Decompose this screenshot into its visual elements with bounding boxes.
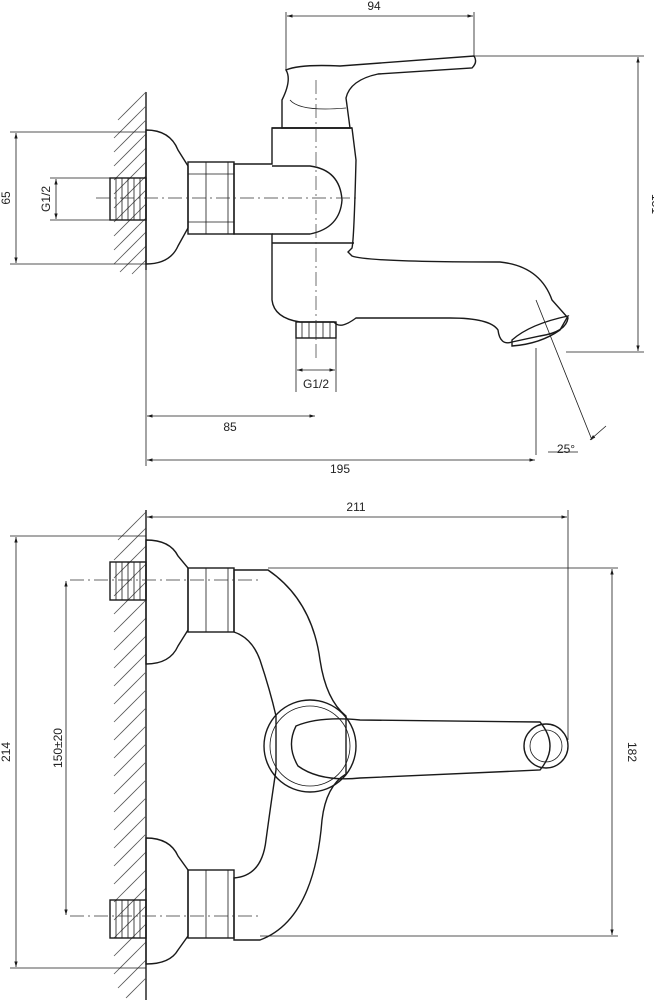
dim-total-width: 211 [346, 500, 365, 514]
upper-inlet [109, 539, 235, 665]
wall-hatching-front [113, 511, 147, 999]
aerator [511, 314, 570, 347]
dim-outlet-offset: 85 [223, 420, 237, 434]
lever-handle-front [290, 718, 551, 780]
dim-inner-height: 182 [625, 742, 639, 762]
inlet-thread [109, 177, 147, 221]
dim-front-total-height: 214 [0, 742, 13, 762]
dim-center-distance: 150±20 [51, 728, 65, 768]
dim-spout-angle: 25° [557, 442, 575, 456]
dim-outlet-thread: G1/2 [303, 377, 329, 391]
dim-spout-length: 195 [330, 462, 350, 476]
cartridge-cover [272, 165, 343, 235]
front-view: 211 214 150±20 182 [0, 500, 639, 1000]
dim-lever-width: 94 [367, 0, 381, 13]
dim-body-height: 65 [0, 191, 13, 205]
wall-hatching [113, 91, 147, 275]
lower-inlet [109, 837, 235, 965]
dim-total-height: 151 [649, 194, 654, 214]
mixer-body [233, 569, 347, 941]
cartridge-ring [263, 699, 357, 793]
escutcheon [145, 129, 189, 265]
side-view: 94 151 65 G1/2 G1/2 85 195 25° [0, 0, 654, 476]
faucet-body [233, 127, 569, 344]
dim-inlet-thread: G1/2 [39, 186, 53, 212]
lever-handle [281, 55, 477, 129]
